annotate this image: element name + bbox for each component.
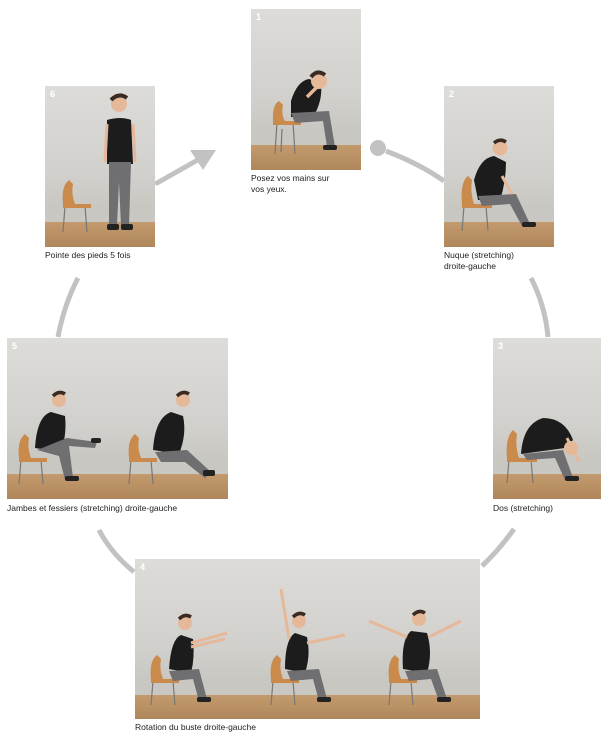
step-4: 4 Rotation du buste droite-gauche: [135, 559, 480, 735]
arc-6-to-1: [157, 157, 203, 183]
step-1-photo: 1: [251, 9, 361, 170]
arc-5-to-6: [58, 278, 78, 337]
person-seated-neck-stretch-figure: [444, 86, 554, 247]
step-number: 2: [449, 89, 454, 99]
step-caption: Pointe des pieds 5 fois: [45, 250, 155, 261]
step-3-photo: 3: [493, 338, 601, 499]
step-number: 5: [12, 341, 17, 351]
person-seated-hands-on-eyes-figure: [251, 9, 361, 170]
step-number: 4: [140, 562, 145, 572]
step-caption: Jambes et fessiers (stretching) droite-g…: [7, 503, 228, 514]
arc-start-dot: [370, 140, 386, 156]
person-torso-rotation-figures: [135, 559, 480, 719]
person-standing-tiptoe-figure: [45, 86, 155, 247]
leg-stretch-pose-right: [129, 392, 215, 484]
person-seated-back-stretch-figure: [493, 338, 601, 499]
arc-1-to-2: [386, 151, 444, 181]
step-number: 3: [498, 341, 503, 351]
rotation-pose-arms-wide: [369, 611, 461, 705]
step-4-photo: 4: [135, 559, 480, 719]
rotation-pose-arms-forward: [151, 615, 227, 705]
leg-stretch-pose-left: [19, 392, 101, 484]
arc-4-to-5: [99, 530, 134, 572]
step-5-photo: 5: [7, 338, 228, 499]
step-caption: Posez vos mains sur vos yeux.: [251, 173, 361, 194]
step-caption: Nuque (stretching) droite-gauche: [444, 250, 554, 271]
step-3: 3 Dos (stretching): [493, 338, 601, 518]
arc-2-to-3: [531, 278, 548, 337]
person-leg-stretch-figures: [7, 338, 228, 499]
step-6: 6 Pointe des pieds 5 fois: [45, 86, 155, 276]
arc-3-to-4: [482, 529, 514, 566]
step-1: 1 Posez vos mains sur vos yeux.: [251, 9, 361, 199]
step-number: 6: [50, 89, 55, 99]
step-caption: Dos (stretching): [493, 503, 601, 514]
step-2-photo: 2: [444, 86, 554, 247]
step-2: 2 Nuque (stretching) droite-gauche: [444, 86, 554, 276]
step-5: 5 Jambes et fessiers (stretching) droite…: [7, 338, 228, 518]
step-6-photo: 6: [45, 86, 155, 247]
step-caption: Rotation du buste droite-gauche: [135, 722, 480, 733]
step-number: 1: [256, 12, 261, 22]
rotation-pose-arm-raised: [271, 589, 345, 705]
